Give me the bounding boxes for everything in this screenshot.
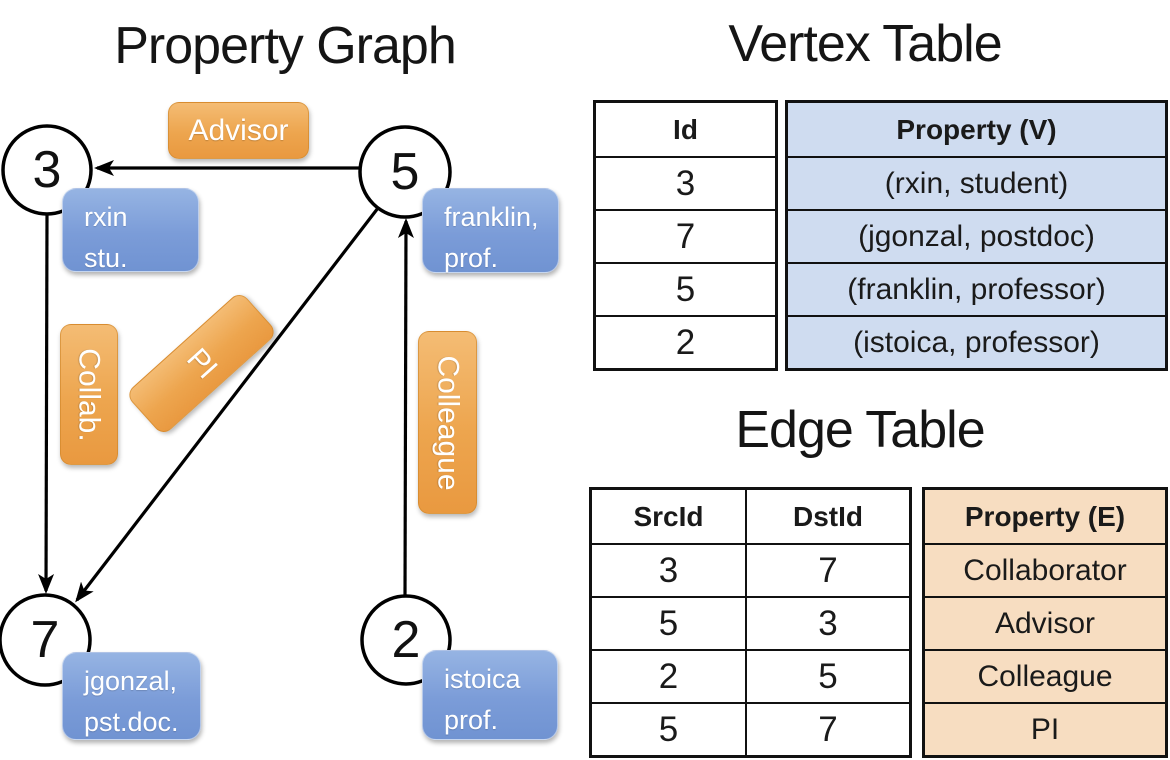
vertex-id-5: 5: [390, 143, 420, 201]
vertex-property-line: prof.: [444, 704, 499, 735]
vertex-table-id-cell: 7: [596, 209, 775, 262]
vertex-table-title: Vertex Table: [728, 15, 1002, 73]
vertex-property-box-2: istoica prof.: [422, 650, 558, 740]
edge-table-srcid-header: SrcId: [633, 500, 704, 532]
edge-table-title: Edge Table: [735, 401, 985, 459]
edge-table-srcid-cell: 5: [592, 702, 745, 755]
edge-table-property-cell: Colleague: [925, 649, 1165, 702]
vertex-id-3: 3: [32, 141, 62, 199]
edge-label-colleague: Colleague: [418, 331, 477, 514]
property-graph-title: Property Graph: [114, 17, 457, 75]
vertex-property-line: prof.: [444, 242, 499, 273]
graph-edges-and-nodes-svg: [0, 124, 452, 687]
edge-label-text: Collab.: [73, 347, 107, 442]
edge-table-dstid-cell: 3: [745, 596, 909, 649]
edge-label-text: Colleague: [431, 354, 465, 491]
edge-table-dstid-header: DstId: [745, 490, 909, 543]
edge-table-srcid-cell: 3: [592, 543, 745, 596]
vertex-property-box-7: jgonzal, pst.doc.: [62, 652, 201, 740]
edge-label-text: PI: [180, 341, 224, 385]
vertex-property-line: jgonzal,: [84, 666, 178, 696]
vertex-property-line: rxin: [84, 202, 128, 232]
edge-5-to-7-pi: [75, 207, 380, 603]
vertex-id-7: 7: [30, 611, 60, 669]
edge-table-property-cell: Collaborator: [925, 543, 1165, 596]
edge-table-dstid-cell: 5: [745, 649, 909, 702]
edge-table-property-cell: Advisor: [925, 596, 1165, 649]
edge-3-to-7-collab: [38, 214, 55, 594]
vertex-table-property-cell: (rxin, student): [788, 156, 1165, 209]
vertex-table-property-cell: (jgonzal, postdoc): [788, 209, 1165, 262]
vertex-property-box-5: franklin, prof.: [422, 188, 559, 273]
vertex-table-id-cell: 5: [596, 262, 775, 315]
vertex-id-2: 2: [391, 611, 421, 669]
edge-table-property-column: Property (E) Collaborator Advisor Collea…: [922, 487, 1168, 758]
edge-table-srcid-cell: 5: [592, 596, 745, 649]
vertex-property-box-3: rxin stu.: [62, 188, 199, 273]
vertex-table-id-column: Id 3 7 5 2: [593, 100, 778, 371]
edge-table-srcid-cell: 2: [592, 649, 745, 702]
vertex-table-property-cell: (istoica, professor): [788, 315, 1165, 368]
edge-label-advisor: Advisor: [168, 102, 309, 159]
vertex-table-id-cell: 3: [596, 156, 775, 209]
edge-table-dstid-cell: 7: [745, 702, 909, 755]
vertex-table-property-column: Property (V) (rxin, student) (jgonzal, p…: [785, 100, 1168, 371]
vertex-property-line: stu.: [84, 242, 128, 273]
vertex-table-id-cell: 2: [596, 315, 775, 368]
vertex-table-property-cell: (franklin, professor): [788, 262, 1165, 315]
edge-table-dstid-cell: 7: [745, 543, 909, 596]
edge-2-to-5-colleague: [397, 218, 414, 597]
edge-table-property-cell: PI: [925, 702, 1165, 755]
vertex-table-property-header: Property (V): [896, 113, 1057, 145]
edge-table-id-columns: SrcId DstId 3 7 5 3 2 5 5 7: [589, 487, 912, 758]
vertex-property-line: franklin,: [444, 202, 539, 232]
edge-label-text: Advisor: [188, 113, 289, 147]
edge-label-collab: Collab.: [60, 324, 118, 465]
vertex-table-id-header: Id: [673, 113, 698, 145]
edge-table-property-header: Property (E): [964, 500, 1126, 532]
vertex-property-line: istoica: [444, 664, 521, 694]
vertex-property-line: pst.doc.: [84, 706, 179, 737]
